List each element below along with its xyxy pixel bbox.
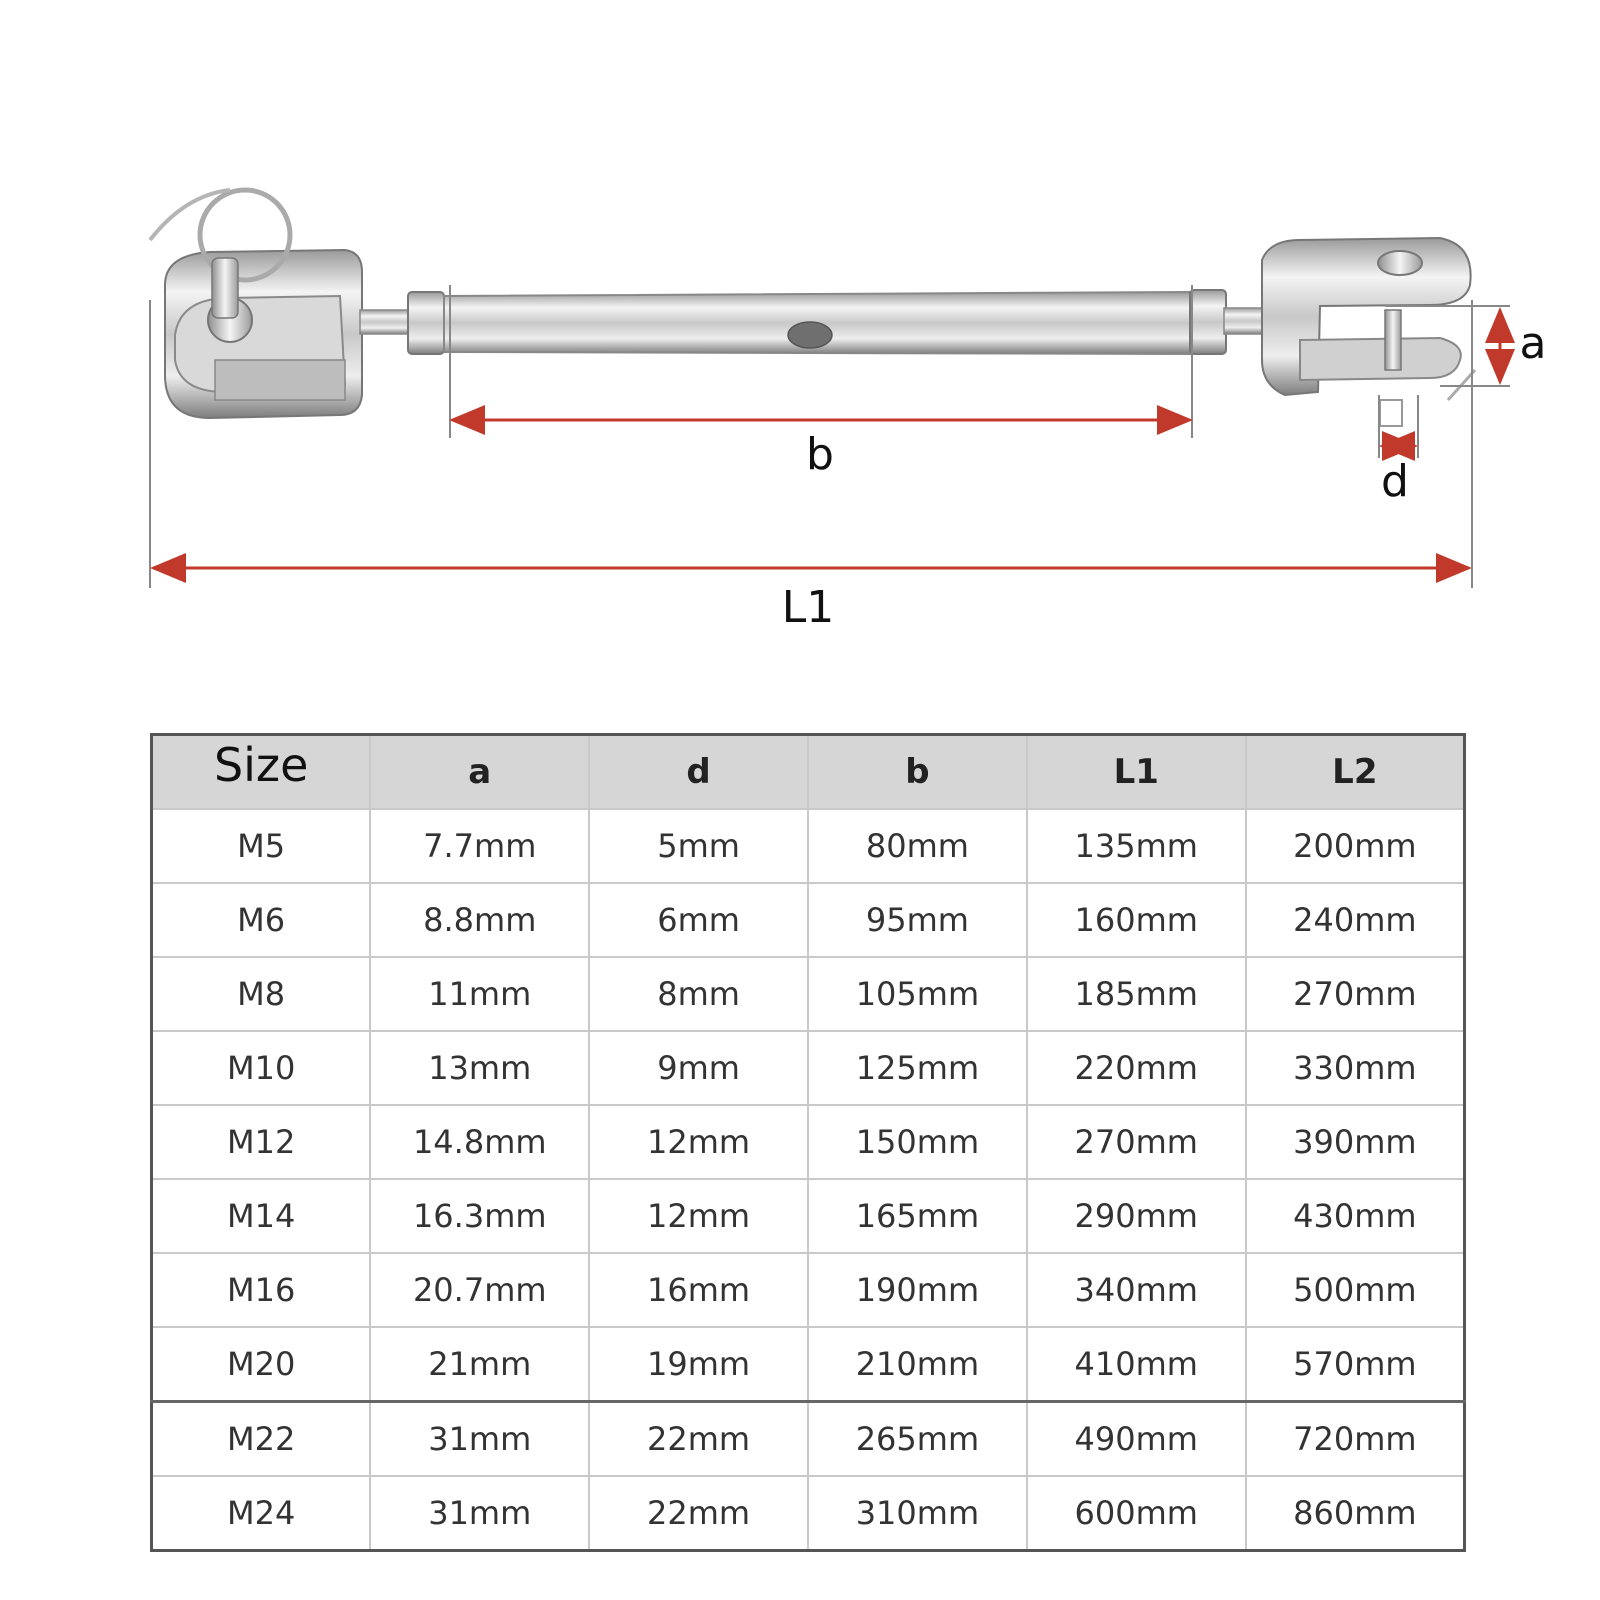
- dimension-d: [1378, 395, 1419, 461]
- cell-l1: 600mm: [1025, 1475, 1247, 1552]
- cell-d: 19mm: [588, 1326, 809, 1403]
- cell-a: 13mm: [369, 1030, 591, 1106]
- cell-l1: 340mm: [1025, 1252, 1247, 1328]
- cell-a: 16.3mm: [369, 1178, 591, 1254]
- header-a: a: [369, 733, 591, 810]
- header-l2: L2: [1244, 733, 1466, 810]
- cell-l2: 200mm: [1244, 808, 1466, 884]
- cell-d: 22mm: [588, 1400, 809, 1477]
- cell-a: 20.7mm: [369, 1252, 591, 1328]
- cell-l1: 490mm: [1025, 1400, 1247, 1477]
- cell-d: 12mm: [588, 1104, 809, 1180]
- cell-b: 265mm: [806, 1400, 1028, 1477]
- cell-b: 105mm: [806, 956, 1028, 1032]
- cell-a: 31mm: [369, 1475, 591, 1552]
- right-threaded-rod: [1189, 289, 1270, 355]
- header-b: b: [806, 733, 1028, 810]
- dimension-a: [1385, 305, 1515, 387]
- cell-b: 95mm: [806, 882, 1028, 958]
- turnbuckle-body: [443, 290, 1191, 356]
- cell-l2: 500mm: [1244, 1252, 1466, 1328]
- cell-l2: 430mm: [1244, 1178, 1466, 1254]
- cell-size: M14: [150, 1178, 372, 1254]
- dimension-b: [449, 285, 1193, 438]
- cell-a: 7.7mm: [369, 808, 591, 884]
- cell-size: M20: [150, 1326, 372, 1403]
- cell-l2: 570mm: [1244, 1326, 1466, 1403]
- cell-l1: 160mm: [1025, 882, 1247, 958]
- cell-d: 6mm: [588, 882, 809, 958]
- cell-a: 14.8mm: [369, 1104, 591, 1180]
- right-fork-jaw: [1261, 236, 1477, 427]
- cell-size: M22: [150, 1400, 372, 1477]
- cell-l1: 410mm: [1025, 1326, 1247, 1403]
- cell-a: 8.8mm: [369, 882, 591, 958]
- dimension-l1: [149, 300, 1473, 588]
- cell-l2: 860mm: [1244, 1475, 1466, 1552]
- cell-b: 210mm: [806, 1326, 1028, 1403]
- cell-l2: 390mm: [1244, 1104, 1466, 1180]
- label-b: b: [806, 429, 834, 480]
- cell-size: M16: [150, 1252, 372, 1328]
- turnbuckle-drawing: [148, 187, 1515, 588]
- cell-size: M24: [150, 1475, 372, 1552]
- cell-d: 5mm: [588, 808, 809, 884]
- cell-size: M12: [150, 1104, 372, 1180]
- cell-d: 8mm: [588, 956, 809, 1032]
- cell-b: 310mm: [806, 1475, 1028, 1552]
- cell-l1: 270mm: [1025, 1104, 1247, 1180]
- cell-size: M10: [150, 1030, 372, 1106]
- cell-l1: 220mm: [1025, 1030, 1247, 1106]
- left-jaw: [148, 187, 363, 420]
- label-l1: L1: [781, 582, 835, 633]
- cell-l2: 240mm: [1244, 882, 1466, 958]
- cell-d: 22mm: [588, 1475, 809, 1552]
- cell-l2: 720mm: [1244, 1400, 1466, 1477]
- table-header-row: Size a d b L1 L2: [150, 733, 1466, 810]
- label-d: d: [1381, 456, 1409, 507]
- turnbuckle-diagram: b d a L1: [0, 0, 1600, 680]
- cell-a: 31mm: [369, 1400, 591, 1477]
- cell-b: 125mm: [806, 1030, 1028, 1106]
- cell-b: 165mm: [806, 1178, 1028, 1254]
- cell-l2: 270mm: [1244, 956, 1466, 1032]
- cell-b: 190mm: [806, 1252, 1028, 1328]
- cell-a: 11mm: [369, 956, 591, 1032]
- cell-l2: 330mm: [1244, 1030, 1466, 1106]
- cell-d: 16mm: [588, 1252, 809, 1328]
- cell-size: M6: [150, 882, 372, 958]
- header-d: d: [588, 733, 809, 810]
- cell-d: 12mm: [588, 1178, 809, 1254]
- left-threaded-rod: [359, 291, 445, 355]
- label-a: a: [1519, 318, 1547, 369]
- cell-size: M8: [150, 956, 372, 1032]
- cell-l1: 185mm: [1025, 956, 1247, 1032]
- cell-d: 9mm: [588, 1030, 809, 1106]
- cell-l1: 135mm: [1025, 808, 1247, 884]
- cell-size: M5: [150, 808, 372, 884]
- cell-a: 21mm: [369, 1326, 591, 1403]
- header-l1: L1: [1025, 733, 1247, 810]
- header-size: Size: [150, 733, 372, 810]
- cell-l1: 290mm: [1025, 1178, 1247, 1254]
- cell-b: 80mm: [806, 808, 1028, 884]
- cell-b: 150mm: [806, 1104, 1028, 1180]
